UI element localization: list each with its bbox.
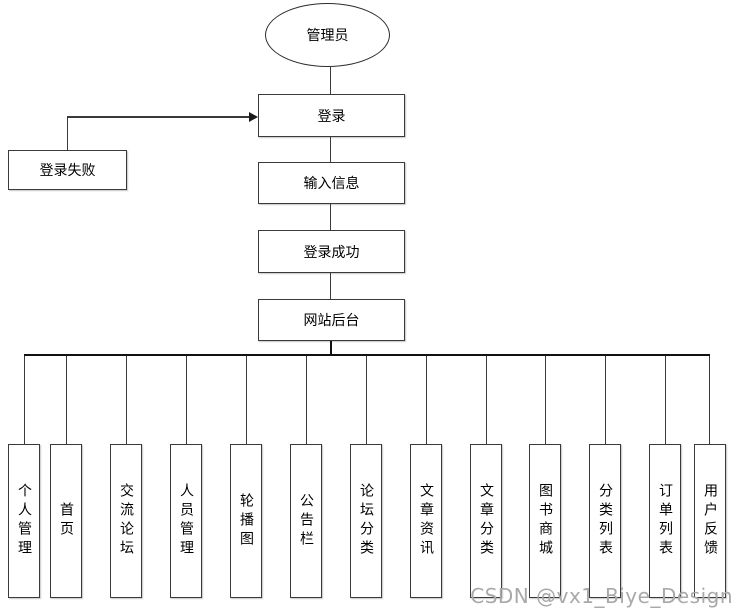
node-module-staff-mgmt: 人员管理: [170, 444, 202, 598]
edge-drop-12: [665, 356, 666, 444]
node-module-home: 首页: [50, 444, 82, 598]
module-label: 图书商城: [537, 483, 553, 559]
arrowhead-into-login: [249, 112, 258, 122]
node-module-order-list: 订单列表: [649, 444, 681, 598]
node-login-success-label: 登录成功: [303, 244, 360, 261]
node-module-personal-mgmt: 个人管理: [8, 444, 40, 598]
node-module-user-feedback: 用户反馈: [694, 444, 726, 598]
module-label: 交流论坛: [118, 483, 134, 559]
module-label: 个人管理: [16, 483, 32, 559]
node-input-info-label: 输入信息: [303, 176, 360, 192]
node-login-fail-label: 登录失败: [39, 163, 96, 179]
edge-fail-to-login-segment: [67, 116, 249, 118]
module-label: 轮播图: [238, 492, 254, 550]
edge-drop-7: [366, 356, 367, 444]
module-label: 公告栏: [298, 492, 314, 550]
edge-drop-4: [186, 356, 187, 444]
module-label: 用户反馈: [702, 483, 718, 559]
node-admin-label: 管理员: [306, 28, 349, 44]
node-module-article-category: 文章分类: [470, 444, 502, 598]
node-admin-actor: 管理员: [265, 3, 390, 67]
edge-drop-9: [486, 356, 487, 444]
node-module-article-news: 文章资讯: [410, 444, 442, 598]
node-module-announcements: 公告栏: [290, 444, 322, 598]
edge-drop-13: [709, 356, 710, 444]
node-module-category-list: 分类列表: [589, 444, 621, 598]
node-login-fail: 登录失败: [8, 150, 127, 190]
edge-input-to-success: [330, 204, 331, 230]
edge-drop-10: [545, 356, 546, 444]
edge-drop-5: [246, 356, 247, 444]
node-login: 登录: [258, 94, 405, 137]
node-backend-label: 网站后台: [303, 313, 360, 329]
node-module-book-mall: 图书商城: [529, 444, 561, 598]
module-label: 分类列表: [597, 483, 613, 559]
module-label: 人员管理: [178, 483, 194, 559]
edge-drop-8: [426, 356, 427, 444]
edge-fail-up-segment: [67, 116, 68, 150]
node-module-carousel: 轮播图: [230, 444, 262, 598]
edge-drop-2: [66, 356, 67, 444]
node-login-success: 登录成功: [258, 230, 405, 273]
module-label: 论坛分类: [358, 483, 374, 559]
edge-backend-stem: [330, 341, 332, 354]
edge-drop-3: [126, 356, 127, 444]
edge-tree-rail: [24, 354, 710, 356]
edge-success-to-backend: [330, 273, 331, 299]
module-label: 首页: [58, 502, 74, 540]
module-label: 订单列表: [657, 483, 673, 559]
node-module-forum-category: 论坛分类: [350, 444, 382, 598]
edge-login-to-input: [330, 137, 331, 162]
edge-actor-to-login: [330, 67, 331, 94]
watermark: CSDN @vx1_Biye_Design: [470, 584, 733, 608]
edge-drop-11: [605, 356, 606, 444]
node-login-label: 登录: [317, 108, 346, 125]
node-input-info: 输入信息: [258, 162, 405, 204]
module-label: 文章资讯: [418, 483, 434, 559]
edge-drop-1: [24, 356, 25, 444]
node-module-forum: 交流论坛: [110, 444, 142, 598]
module-label: 文章分类: [478, 483, 494, 559]
node-backend: 网站后台: [258, 299, 405, 341]
edge-drop-6: [306, 356, 307, 444]
